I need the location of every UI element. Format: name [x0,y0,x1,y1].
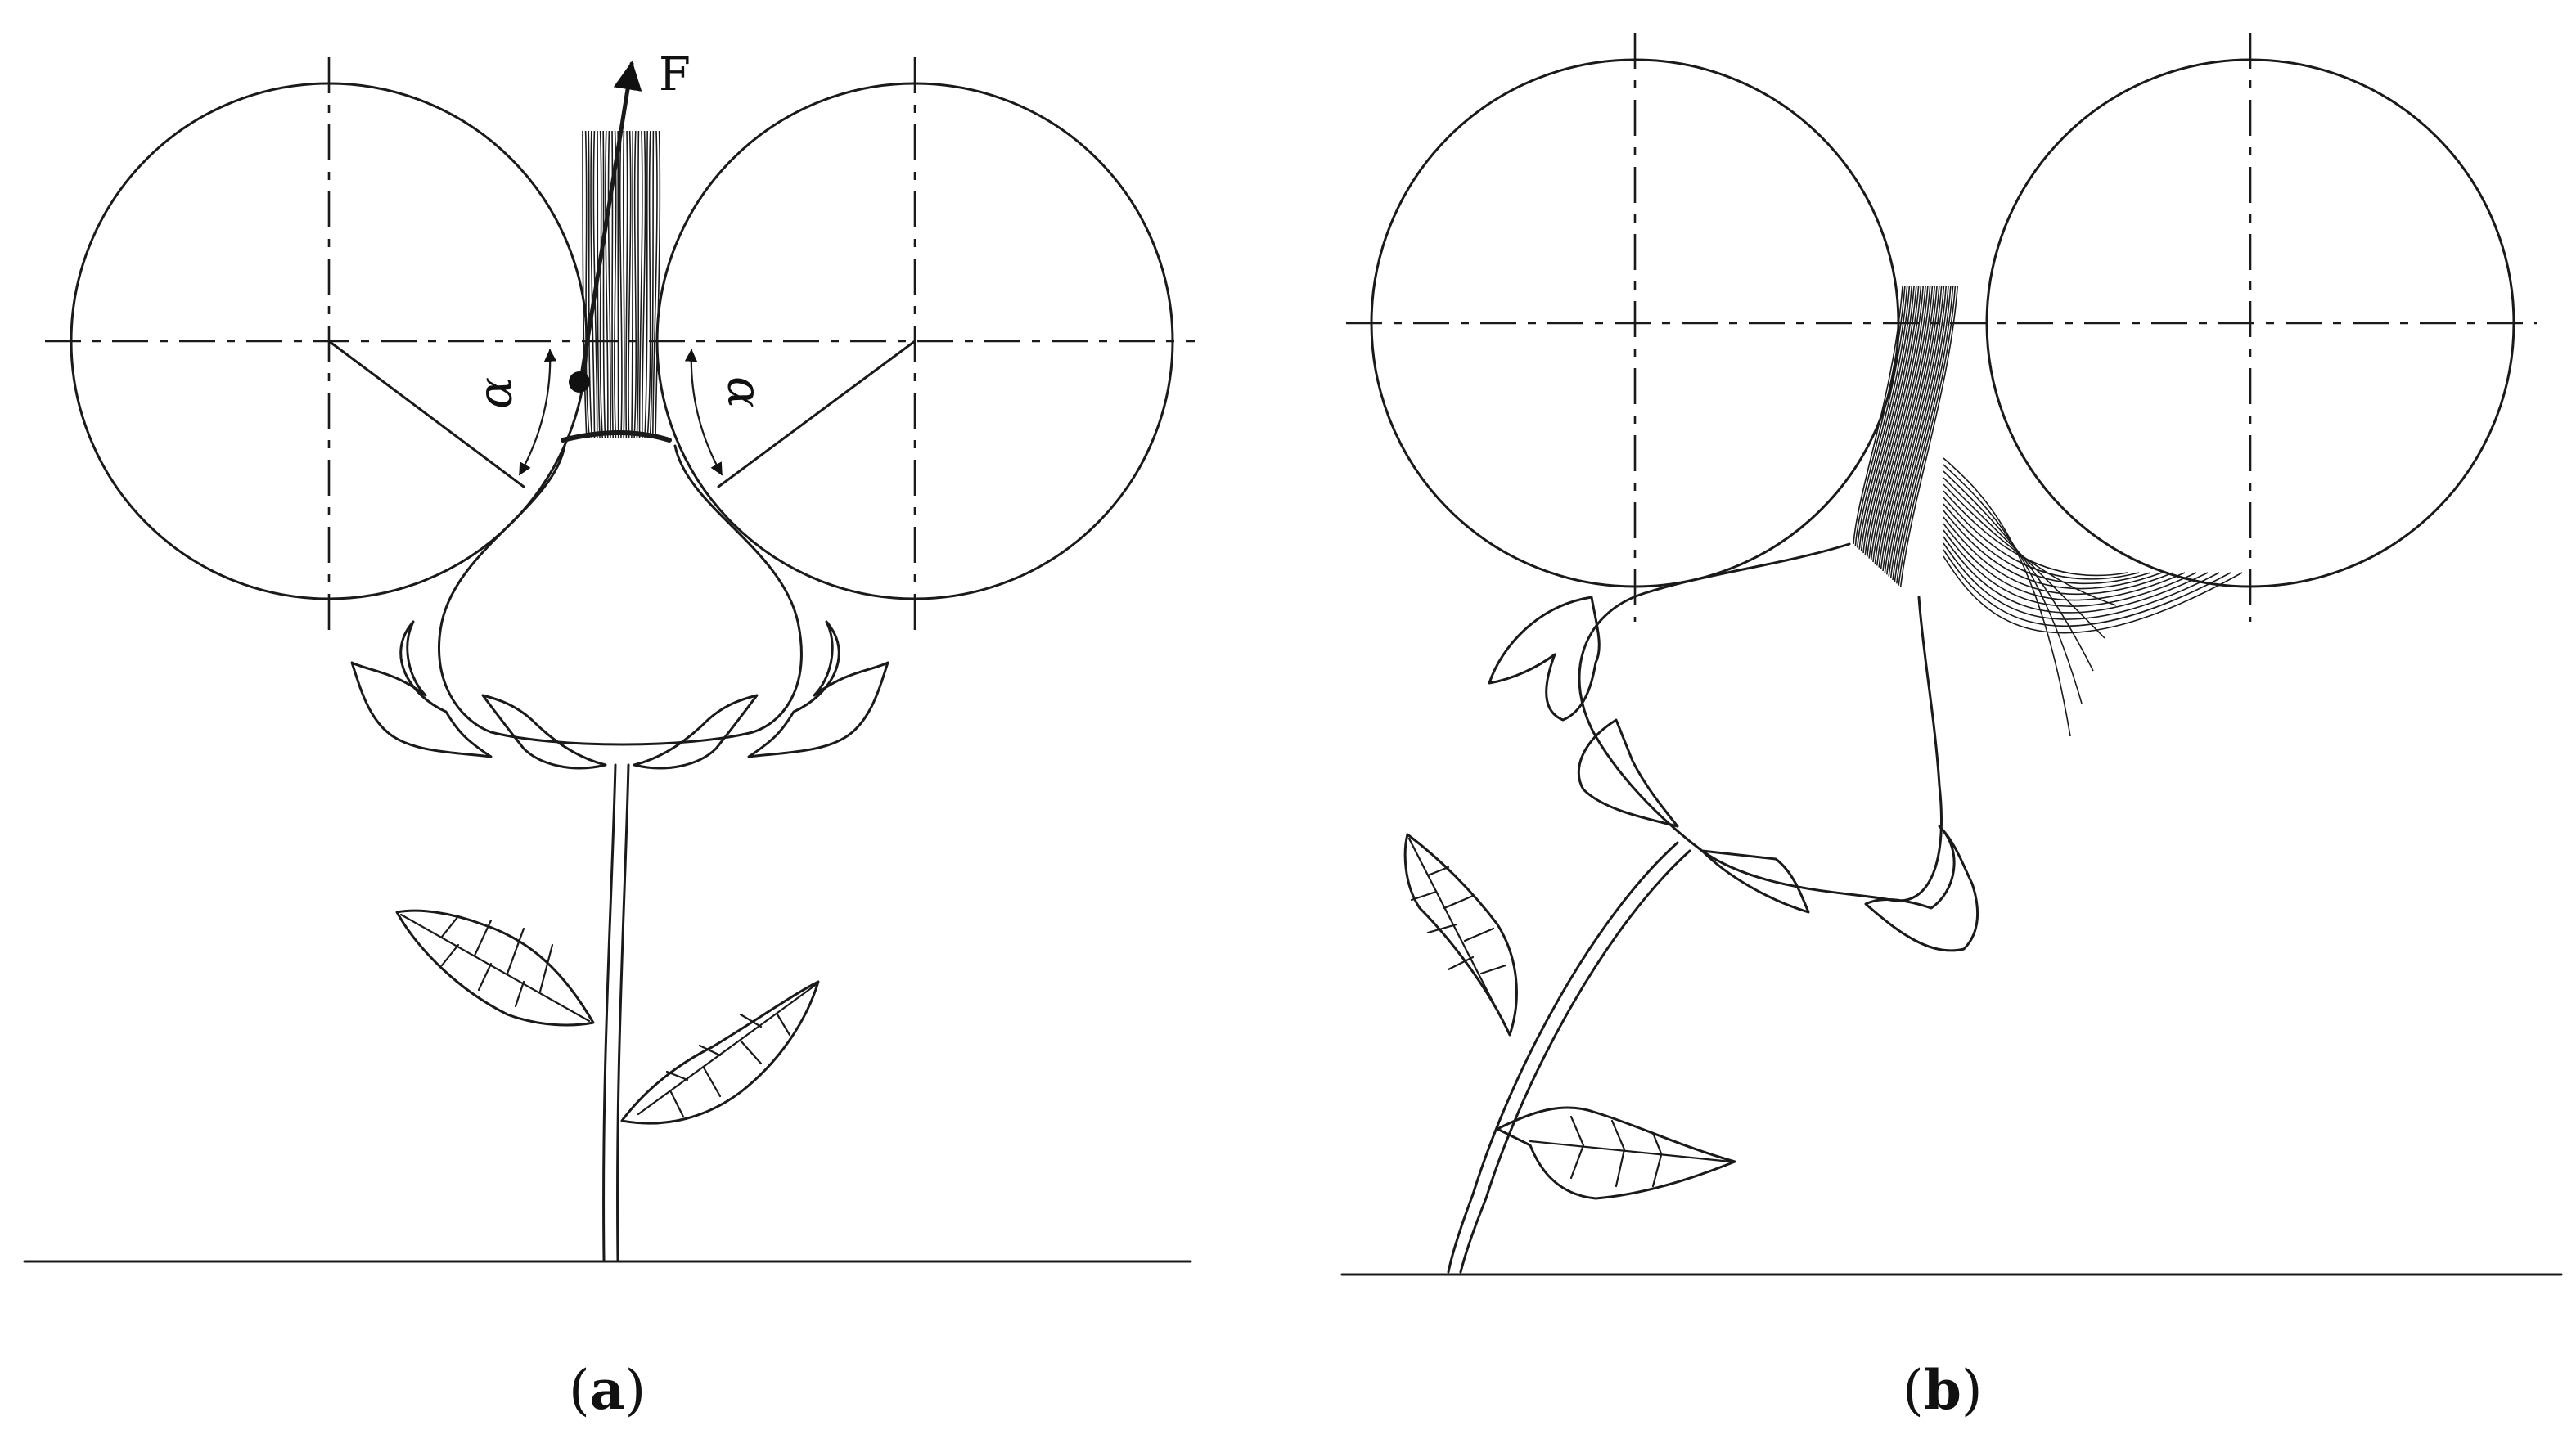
left-radius-line [327,340,525,488]
stem [602,763,617,1261]
bract-lower [1700,849,1810,914]
leaf-right [620,980,820,1125]
boll-body [1578,542,1943,902]
caption-b: (b) [1903,1358,1983,1422]
bract-right-inner [633,694,759,770]
bract-left-outer [350,620,493,758]
stem-inner [1459,849,1691,1274]
stalk-fiber-bundle [1853,286,1958,587]
leaf-lower [1496,1106,1736,1200]
panel-a-diagram: α α F [23,48,1195,1263]
spreading-fibers [1943,457,2243,737]
right-angle-arc [684,349,723,476]
leaf-left [395,909,595,1027]
force-label: F [659,48,691,101]
force-arrow [579,61,642,383]
force-application-point [569,371,590,393]
right-radius-line [717,340,916,488]
bract-left-inner [481,694,607,770]
right-angle-symbol: α [717,376,772,408]
bract-right-outer [747,620,889,758]
leaf-upper [1403,833,1518,1037]
left-angle-symbol: α [467,377,523,409]
stem-inner [616,763,630,1261]
caption-a: (a) [569,1358,646,1422]
boll-body [438,444,803,746]
bundle-base-curve [561,430,672,443]
bract-right [1864,825,1979,952]
left-angle-arc [518,349,557,476]
bract-upper-left [1488,596,1601,722]
stem [1447,841,1679,1274]
bract-mid-left [1577,718,1679,828]
panel-b-diagram [1340,33,2563,1276]
stalk-fiber-bundle [582,130,661,438]
